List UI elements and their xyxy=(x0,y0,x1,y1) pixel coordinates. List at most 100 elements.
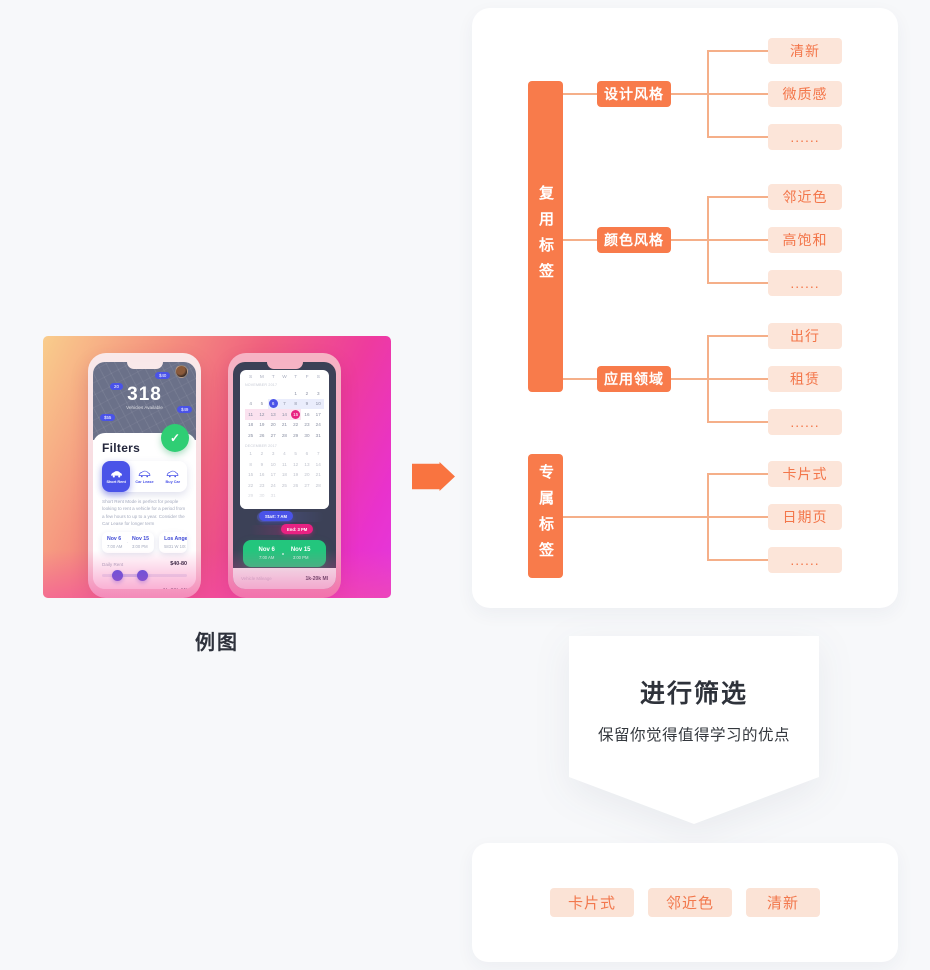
result-tag: 卡片式 xyxy=(549,888,634,917)
chip-car-lease: Car Lease xyxy=(130,461,158,492)
chip-label: Car Lease xyxy=(135,479,154,484)
connector-line xyxy=(707,50,768,52)
check-icon: ✓ xyxy=(161,424,189,452)
connector-line xyxy=(707,136,768,138)
connector-line xyxy=(707,282,768,284)
calendar-day: 17 xyxy=(315,411,321,417)
map-price-pin: 20 xyxy=(110,383,123,390)
calendar-empty-cell xyxy=(256,388,267,399)
calendar-day: 25 xyxy=(281,482,287,488)
calendar-day: 22 xyxy=(293,422,299,428)
right-arrow-icon xyxy=(412,462,455,491)
date-from: Nov 6 xyxy=(107,536,122,543)
map-price-pin: $40 xyxy=(155,372,171,379)
calendar-day: 6 xyxy=(305,451,309,457)
separator-dot: · xyxy=(126,539,129,546)
weekday: F xyxy=(305,375,309,380)
calendar-day: 21 xyxy=(281,422,287,428)
calendar-day: 7 xyxy=(278,398,291,409)
vehicle-count-caption: Vehicles Available xyxy=(126,405,163,410)
calendar-day: 5 xyxy=(294,451,297,457)
calendar-day: 20 xyxy=(304,472,310,478)
calendar-day: 12 xyxy=(293,461,299,467)
trip-info-cards: Nov 67:00 AM · Nov 153:00 PM Los Angele5… xyxy=(102,532,187,554)
date-to: Nov 15 xyxy=(132,536,150,543)
rent-mode-description: Short Rent Mode is perfect for people lo… xyxy=(102,499,186,527)
calendar-day: 10 xyxy=(312,398,324,409)
calendar-day: 5 xyxy=(260,401,264,407)
filter-step-subtitle: 保留你觉得值得学习的优点 xyxy=(597,727,790,744)
calendar-day: 1 xyxy=(249,451,252,457)
calendar-fade xyxy=(240,489,329,509)
connector-line xyxy=(671,378,708,380)
calendar-day: 16 xyxy=(259,472,265,478)
tag-tree-card: 复用标签 专属标签 设计风格 颜色风格 应用领域 清新 微质感 ...... 邻… xyxy=(472,8,898,608)
connector-line xyxy=(671,93,708,95)
leaf-tag: 清新 xyxy=(768,38,842,64)
chip-buy-car: Buy Car xyxy=(159,461,187,492)
calendar-day: 23 xyxy=(259,482,265,488)
phone-notch xyxy=(126,362,163,369)
calendar-day: 9 xyxy=(301,398,313,409)
result-tag: 邻近色 xyxy=(648,888,733,917)
connector-line xyxy=(671,239,708,241)
phone-notch xyxy=(266,362,303,369)
calendar-day: 26 xyxy=(259,432,265,438)
leaf-tag: 邻近色 xyxy=(768,184,842,210)
connector-line xyxy=(707,335,768,337)
car-icon xyxy=(110,470,122,478)
filter-step-banner: 进行筛选 保留你觉得值得学习的优点 xyxy=(569,636,819,824)
connector-line xyxy=(707,378,768,380)
calendar-day: 27 xyxy=(270,432,276,438)
connector-line xyxy=(563,378,597,380)
leaf-tag: 出行 xyxy=(768,323,842,349)
calendar-day: 13 xyxy=(304,461,310,467)
branch-color-style: 颜色风格 xyxy=(597,227,671,253)
avatar xyxy=(175,365,188,378)
start-time-pill: Start: 7 AM xyxy=(259,511,293,521)
calendar-day: 13 xyxy=(267,409,279,420)
calendar-day: 31 xyxy=(315,432,321,438)
connector-line xyxy=(707,473,768,475)
calendar-day: 23 xyxy=(304,422,310,428)
month-label-december: DECEMBER 2017 xyxy=(245,443,277,448)
location-address: 5831 W 10t xyxy=(164,544,186,550)
leaf-tag: ...... xyxy=(768,409,842,435)
calendar-day: 28 xyxy=(281,432,287,438)
rent-mode-chips: Short Rent Car Lease Buy Car xyxy=(102,461,187,492)
connector-line xyxy=(707,196,768,198)
calendar-weekday-header: S M T W T F S xyxy=(245,375,324,380)
calendar-day: 3 xyxy=(316,390,320,396)
calendar-day: 19 xyxy=(259,422,265,428)
branch-app-domain: 应用领域 xyxy=(597,366,671,392)
location-card: Los Angele5831 W 10t xyxy=(159,532,187,554)
leaf-tag: ...... xyxy=(768,270,842,296)
leaf-tag: 日期页 xyxy=(768,504,842,530)
chip-label: Short Rent xyxy=(106,479,126,484)
chip-short-rent: Short Rent xyxy=(102,461,131,492)
calendar-day: 3 xyxy=(271,451,275,457)
connector-line xyxy=(707,559,768,561)
left-phone-mockup: $40 20 $49 $55 318 Vehicles Available ✓ … xyxy=(88,353,201,598)
calendar-day: 30 xyxy=(304,432,310,438)
calendar-day: 12 xyxy=(256,409,268,420)
end-time-pill: End: 3 PM xyxy=(281,524,314,534)
leaf-tag: ...... xyxy=(768,124,842,150)
time-to: 3:00 PM xyxy=(132,544,148,550)
connector-line xyxy=(563,93,597,95)
calendar-day: 26 xyxy=(293,482,299,488)
leaf-tag: 高饱和 xyxy=(768,227,842,253)
example-image: $40 20 $49 $55 318 Vehicles Available ✓ … xyxy=(43,336,391,598)
leaf-tag: 卡片式 xyxy=(768,461,842,487)
selected-tags-card: 卡片式 邻近色 清新 xyxy=(472,843,898,962)
reuse-tags-bar: 复用标签 xyxy=(528,81,563,392)
car-icon xyxy=(138,470,151,477)
calendar-empty-cell xyxy=(279,388,290,399)
calendar-day: 7 xyxy=(316,451,320,457)
reuse-tags-label: 复用标签 xyxy=(537,184,554,289)
calendar-day: 29 xyxy=(293,432,299,438)
calendar-day: 10 xyxy=(270,461,276,467)
weekday: S xyxy=(249,375,253,380)
connector-line xyxy=(707,516,768,518)
